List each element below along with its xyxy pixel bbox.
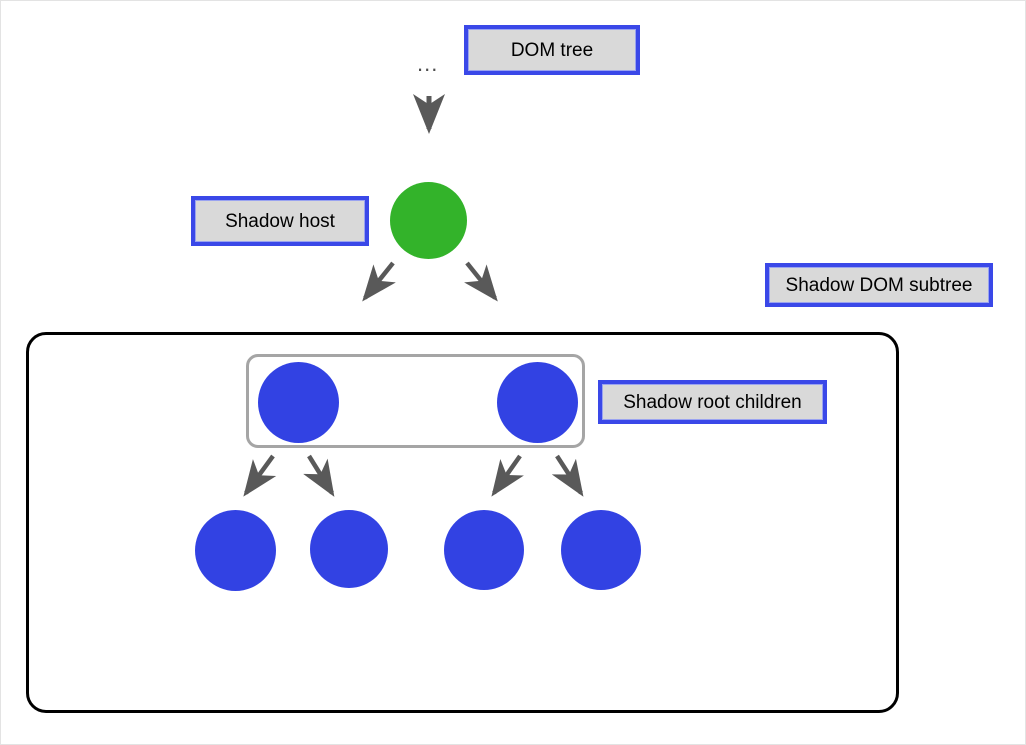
node-shadow-host[interactable] — [390, 182, 467, 259]
label-shadow-host[interactable]: Shadow host — [191, 196, 369, 246]
node-shadow-root-child-1[interactable] — [258, 362, 339, 443]
node-leaf-2[interactable] — [310, 510, 388, 588]
node-leaf-1[interactable] — [195, 510, 276, 591]
edge-host-to-child-2 — [464, 261, 498, 302]
shadow-root-children-container — [246, 354, 585, 448]
edge-host-to-child-1 — [362, 261, 396, 302]
node-leaf-4[interactable] — [561, 510, 641, 590]
label-shadow-dom-subtree[interactable]: Shadow DOM subtree — [765, 263, 993, 307]
ellipsis-text: ... — [417, 51, 439, 76]
node-shadow-root-child-2[interactable] — [497, 362, 578, 443]
shadow-dom-subtree-container — [26, 332, 899, 713]
label-shadow-dom-subtree-text: Shadow DOM subtree — [785, 274, 973, 296]
label-dom-tree-text: DOM tree — [510, 39, 594, 61]
label-shadow-host-text: Shadow host — [225, 210, 335, 232]
node-leaf-3[interactable] — [444, 510, 524, 590]
label-dom-tree[interactable]: DOM tree — [464, 25, 640, 75]
